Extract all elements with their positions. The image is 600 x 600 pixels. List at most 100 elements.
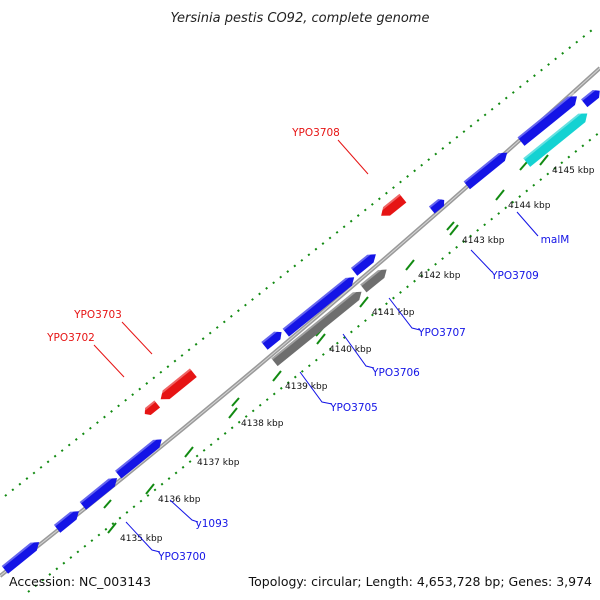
tick-label: 4137 kbp (197, 458, 240, 468)
gene-feature[interactable] (282, 273, 358, 337)
gene-feature[interactable] (377, 193, 407, 220)
gene-arrow (523, 113, 588, 167)
tick-mark (539, 154, 549, 166)
gene-arrow (381, 193, 407, 216)
gene-feature[interactable] (79, 474, 120, 510)
gene-arrow (271, 291, 362, 367)
tick-label: 4136 kbp (158, 495, 201, 505)
genome-summary-text: Topology: circular; Length: 4,653,728 bp… (248, 574, 592, 589)
gene-shine (141, 400, 156, 413)
gene-arrow (115, 439, 162, 479)
gene-arrow (517, 96, 577, 146)
gene-arrow (160, 368, 197, 400)
tick-mark (145, 483, 155, 495)
tick-mark (519, 161, 528, 171)
gene-feature[interactable] (581, 86, 600, 108)
gene-label[interactable]: YPO3707 (417, 327, 466, 339)
tick-mark (405, 259, 415, 271)
tick-mark (449, 224, 459, 236)
gene-leader-line (337, 139, 369, 175)
gene-shine (157, 368, 192, 397)
gene-feature[interactable] (1, 538, 42, 574)
gene-label[interactable]: YPO3708 (291, 127, 340, 139)
gene-shine (115, 435, 160, 473)
gene-leader-line (342, 333, 375, 369)
tick-mark (103, 499, 112, 509)
tick-mark (231, 397, 240, 407)
gene-label[interactable]: malM (541, 234, 570, 246)
gene-arrow (79, 478, 118, 510)
gene-shine (79, 474, 116, 504)
tick-mark (359, 296, 369, 308)
gene-label[interactable]: YPO3709 (490, 270, 539, 282)
gene-arrow (144, 400, 161, 416)
gene-feature[interactable] (53, 507, 82, 533)
gene-feature[interactable] (115, 435, 165, 479)
gene-leader-line (125, 521, 161, 553)
gene-shine (377, 193, 401, 214)
gene-feature[interactable] (463, 148, 511, 190)
tick-label: 4143 kbp (462, 236, 505, 246)
gene-label[interactable]: YPO3705 (329, 402, 378, 414)
gene-leader-line (121, 321, 153, 355)
tick-label: 4140 kbp (329, 345, 372, 355)
gene-feature[interactable] (517, 92, 581, 146)
gene-arrow (463, 152, 508, 190)
gene-leader-line (388, 297, 421, 331)
gene-feature[interactable] (261, 328, 284, 350)
gene-arrow (350, 254, 376, 276)
accession-text: Accession: NC_003143 (9, 574, 151, 589)
gene-shine (581, 86, 598, 101)
gene-shine (261, 328, 280, 344)
gene-arrow (282, 277, 355, 337)
gene-label[interactable]: YPO3700 (157, 551, 206, 563)
gene-leader-line (299, 371, 333, 405)
tick-mark (495, 189, 505, 201)
tick-label: 4141 kbp (372, 308, 415, 318)
gene-shine (350, 250, 374, 270)
tick-mark (107, 522, 117, 534)
tick-mark (228, 407, 238, 419)
gene-group (1, 86, 600, 574)
gene-arrow (261, 331, 282, 350)
gene-shine (523, 109, 586, 160)
gene-shine (1, 538, 38, 568)
gene-arrow (428, 198, 445, 214)
gene-feature[interactable] (157, 368, 197, 404)
gene-leader-line (470, 249, 493, 273)
gene-leader-line (93, 344, 125, 378)
tick-label: 4144 kbp (508, 201, 551, 211)
tick-label: 4142 kbp (418, 271, 461, 281)
tick-mark (272, 370, 282, 382)
gene-feature[interactable] (350, 250, 379, 276)
gene-arrow (360, 269, 387, 293)
tick-label: 4145 kbp (552, 166, 595, 176)
gene-feature[interactable] (523, 109, 591, 167)
gene-label[interactable]: YPO3703 (73, 309, 122, 321)
gene-feature[interactable] (360, 265, 390, 293)
gene-shine (463, 148, 506, 184)
gene-arrow (53, 511, 79, 533)
tick-mark (316, 333, 326, 345)
gene-feature[interactable] (271, 287, 364, 367)
tick-label: 4139 kbp (285, 382, 328, 392)
gene-label[interactable]: y1093 (196, 518, 229, 530)
gene-shine (360, 265, 385, 287)
gene-leader-line (169, 499, 199, 523)
gene-shine (428, 196, 443, 209)
gene-arrow (1, 542, 40, 574)
gene-feature[interactable] (428, 196, 447, 214)
gene-leader-line (516, 211, 539, 237)
gene-feature[interactable] (141, 400, 161, 417)
genome-title: Yersinia pestis CO92, complete genome (171, 11, 430, 26)
tick-mark (446, 221, 455, 231)
gene-shine (517, 92, 575, 139)
gene-shine (271, 287, 360, 360)
gene-shine (282, 273, 353, 331)
gene-label[interactable]: YPO3702 (46, 332, 95, 344)
gene-shine (53, 507, 77, 527)
gene-label[interactable]: YPO3706 (371, 367, 420, 379)
